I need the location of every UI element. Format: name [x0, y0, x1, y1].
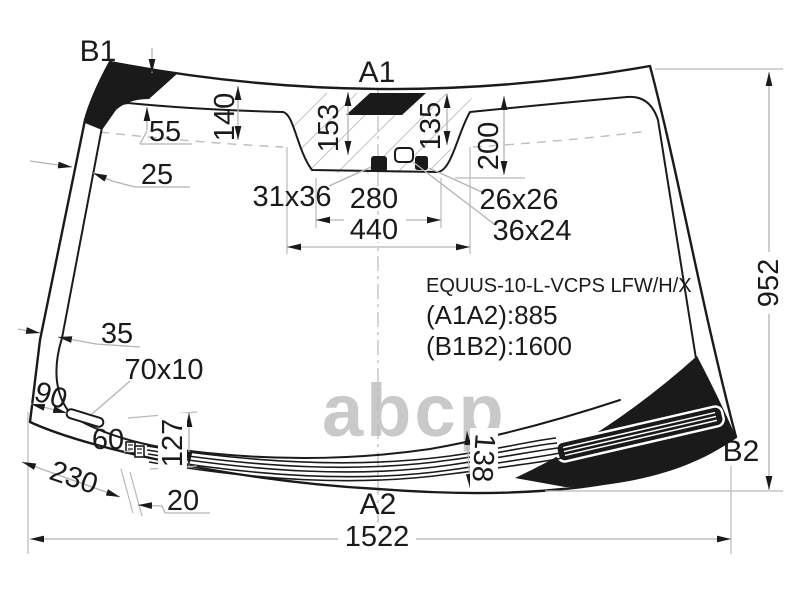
- part-code: EQUUS-10-L-VCPS LFW/H/X: [426, 275, 692, 297]
- wiper-deicer-wires: [146, 437, 563, 482]
- part-b1b2-distance: (B1B2):1600: [426, 331, 572, 361]
- dim-lower-band-text: 35: [101, 318, 133, 350]
- bg-height-text: [754, 252, 782, 314]
- dim-recess-right-drop-text: 135: [415, 102, 447, 150]
- dim-slot-offset-line: [30, 403, 68, 414]
- a1-top-ceramic-patch: [346, 93, 426, 115]
- leader-connector-offset: [123, 449, 132, 453]
- dim-recess-depth-text: 200: [473, 122, 505, 170]
- bg-wiper-left-text: [158, 413, 187, 473]
- dim-recess-left-drop-text: 153: [313, 104, 345, 152]
- dim-glass-height-text: 952: [753, 259, 785, 307]
- dim-pillar-band-leader: [111, 180, 136, 188]
- dim-slot-offset-text: 90: [31, 376, 71, 416]
- leader-slot: [91, 380, 131, 415]
- dim-corner-offset-text: 230: [46, 455, 102, 501]
- corner-label-a2: A2: [360, 488, 397, 521]
- leader-mirror-mount: [412, 161, 495, 225]
- dim-wiper-right-text: 138: [465, 433, 500, 484]
- dim-wiper-left-text: 127: [157, 419, 189, 467]
- shade-band-dashed-line-right: [472, 130, 649, 148]
- ext-connector-a: [120, 468, 134, 514]
- wire-connectors: [125, 441, 145, 458]
- mirror-mount-button: [394, 147, 414, 163]
- bg-wiper-right-text: [470, 428, 498, 488]
- dim-top-band-text: 55: [149, 116, 181, 148]
- dim-lower-band-arrow-inner: [57, 336, 97, 345]
- leader-left-sensor: [328, 166, 372, 187]
- dim-corner-offset-line: [21, 461, 121, 498]
- dim-pillar-band-arrow-outer: [29, 160, 73, 169]
- corner-label-b2: B2: [723, 435, 760, 468]
- dim-pillar-band-text: 25: [141, 159, 173, 191]
- dim-mirror-mount-text: 36x24: [492, 215, 571, 247]
- dim-connector-gap-arrow: [137, 502, 163, 509]
- dim-shade-band-text: 140: [209, 93, 241, 141]
- part-a1a2-distance: (A1A2):885: [426, 300, 558, 330]
- dim-connector-gap-text: 20: [167, 485, 199, 517]
- dim-right-sensor-text: 26x26: [479, 184, 558, 216]
- dim-left-sensor-text: 31x36: [252, 181, 331, 213]
- dim-lower-band-shelf: [95, 343, 141, 348]
- corner-label-a1: A1: [359, 56, 396, 89]
- shade-band-dashed-line-left: [99, 131, 284, 148]
- leader-right-sensor: [428, 167, 485, 194]
- dim-top-band-leader: [139, 130, 148, 145]
- b1-corner-ceramic-patch: [85, 62, 178, 130]
- dim-slot-size-text: 70x10: [124, 354, 203, 386]
- dim-wiper-right-line: [464, 430, 473, 489]
- dim-connector-gap-leader: [161, 505, 166, 514]
- dim-sensor-span-text: 280: [350, 183, 398, 215]
- bg-recess-width-text: [344, 217, 406, 242]
- bg-sensor-span-text: [344, 186, 406, 211]
- bg-width-text: [338, 524, 416, 550]
- dim-connector-offset-text: 60: [92, 424, 124, 456]
- dim-glass-width-text: 1522: [345, 521, 410, 553]
- rain-sensor-left: [371, 156, 387, 172]
- corner-label-b1: B1: [80, 35, 117, 68]
- dim-recess-width-text: 440: [350, 214, 398, 246]
- dim-lower-band-arrow-outer: [17, 327, 41, 334]
- dim-pillar-band-arrow-inner: [92, 172, 113, 182]
